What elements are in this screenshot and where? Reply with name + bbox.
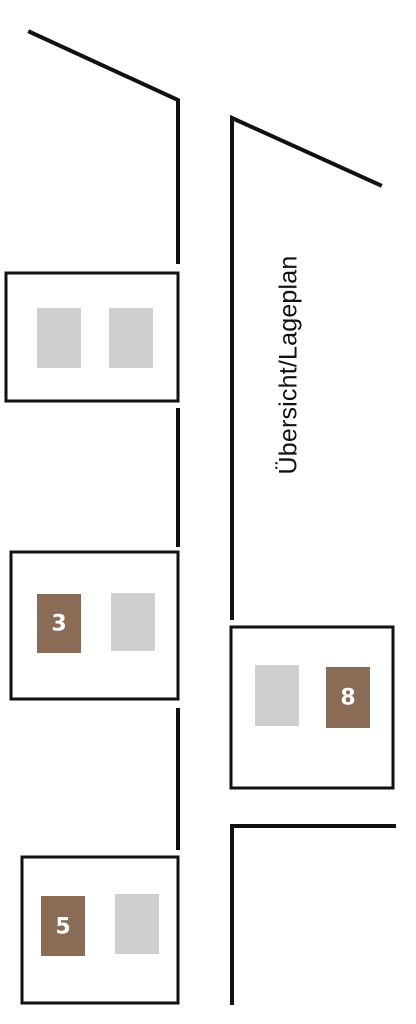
unit-3-marker[interactable] [37, 594, 81, 653]
building-outline [20, 855, 180, 1005]
building-outline [229, 625, 395, 790]
unit-unavailable[interactable] [109, 308, 153, 368]
map-title: Übersicht/Lageplan [274, 255, 303, 475]
unit-5-label: 5 [55, 915, 70, 940]
building-block-3: 8 [229, 625, 395, 790]
unit-8[interactable]: 8 [326, 667, 370, 728]
building-block-4: 5 [20, 855, 180, 1005]
street-line-top-left [27, 29, 180, 264]
unit-3[interactable]: 3 [37, 594, 81, 653]
unit-5-marker[interactable] [41, 896, 85, 956]
unit-unavailable[interactable] [115, 894, 159, 954]
unit-8-label: 8 [340, 686, 355, 711]
street-lines [27, 29, 396, 1005]
building-block-2: 3 [9, 550, 180, 701]
unit-3-label: 3 [51, 612, 66, 637]
building-outline [4, 271, 180, 403]
unit-unavailable[interactable] [255, 665, 299, 726]
unit-5[interactable]: 5 [41, 896, 85, 956]
unit-8-marker[interactable] [326, 667, 370, 728]
unit-unavailable[interactable] [111, 593, 155, 651]
street-line-bottom-right [230, 824, 396, 1005]
unit-unavailable[interactable] [37, 308, 81, 368]
building-outline [9, 550, 180, 701]
street-line-top-right [230, 114, 383, 620]
building-block-1 [4, 271, 180, 403]
